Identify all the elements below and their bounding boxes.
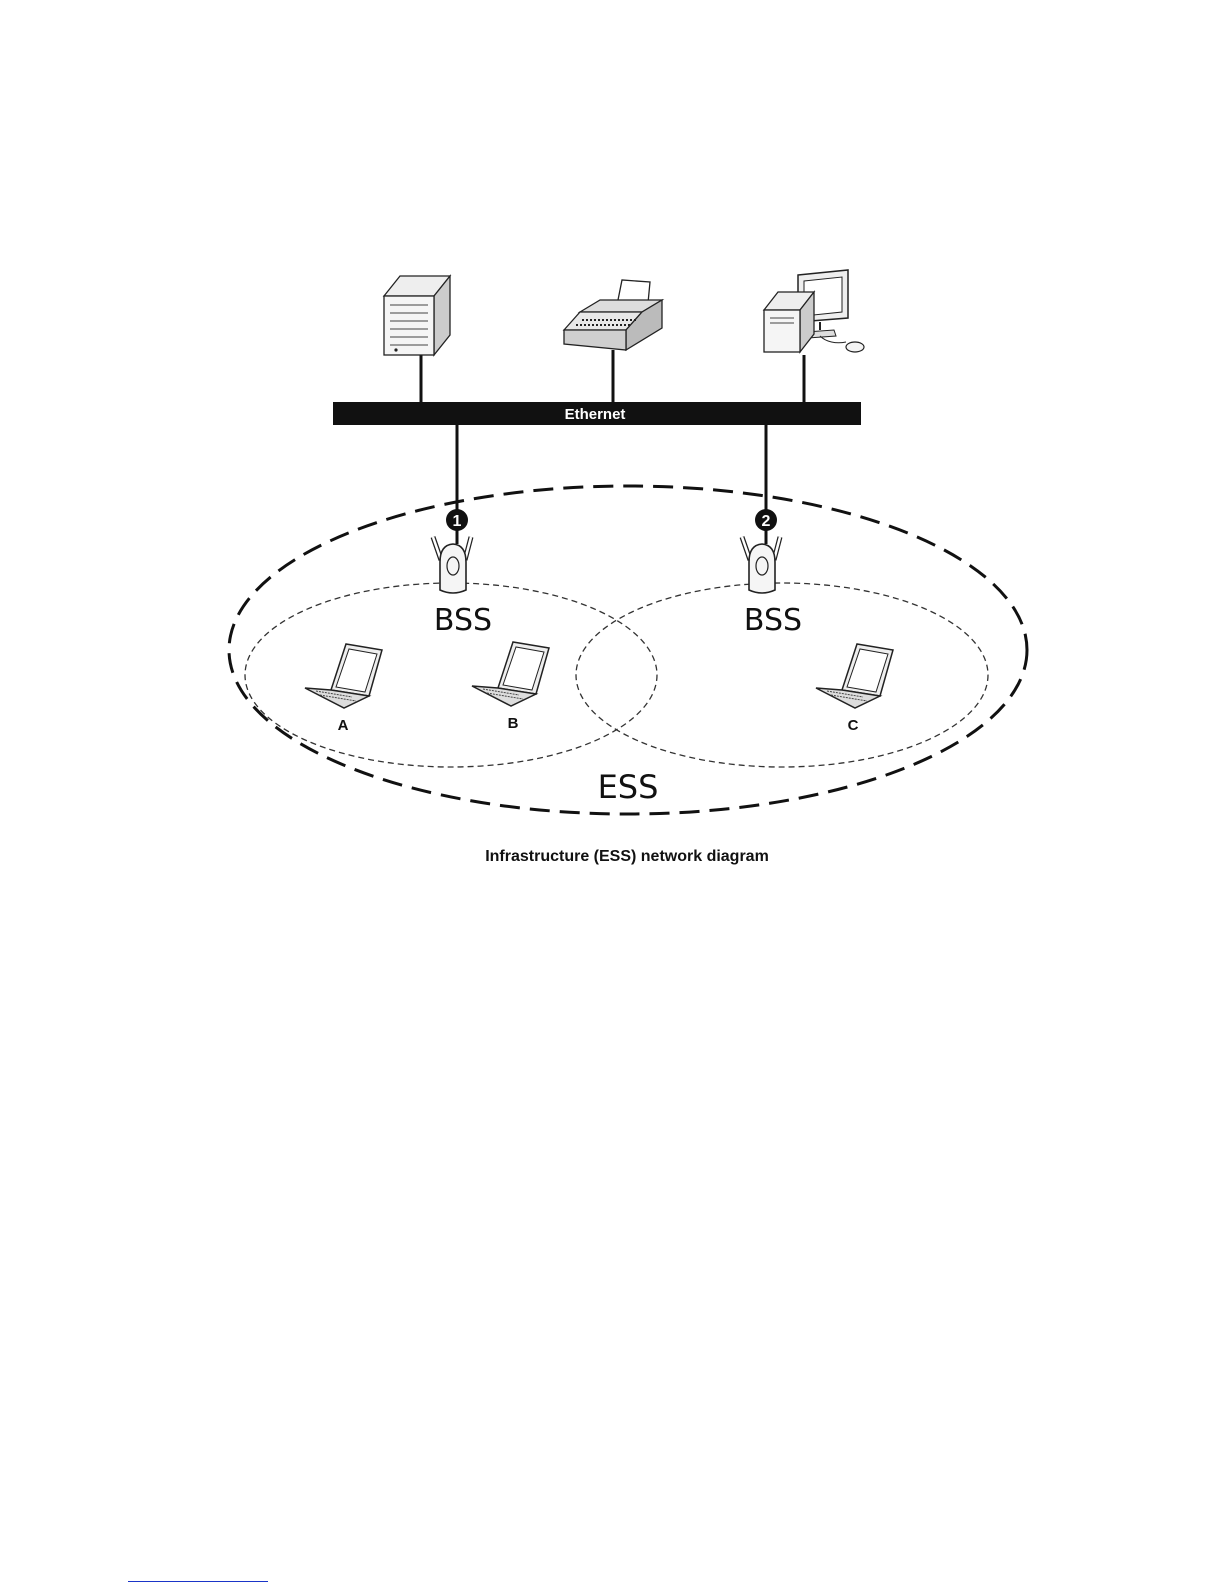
laptop-c-icon <box>816 644 893 708</box>
ethernet-label: Ethernet <box>565 406 626 423</box>
ap-1-number: 1 <box>453 513 462 530</box>
ess-label: ESS <box>598 768 659 806</box>
server-icon <box>384 276 450 355</box>
laptop-a-label: A <box>338 717 349 734</box>
printer-icon <box>564 280 662 350</box>
ap-2-number-badge: 2 <box>755 509 777 531</box>
laptop-a-icon <box>305 644 382 708</box>
footer-rule <box>128 1581 268 1582</box>
bss-1-label: BSS <box>434 603 492 638</box>
bss-2-label: BSS <box>744 603 802 638</box>
ethernet-bus: Ethernet <box>333 402 861 425</box>
laptop-b-icon <box>472 642 549 706</box>
ap-2-number: 2 <box>762 513 771 530</box>
figure-caption: Infrastructure (ESS) network diagram <box>485 848 769 865</box>
laptop-b-label: B <box>508 715 519 732</box>
desktop-computer-icon <box>764 270 864 352</box>
ap-1-number-badge: 1 <box>446 509 468 531</box>
laptop-c-label: C <box>848 717 859 734</box>
